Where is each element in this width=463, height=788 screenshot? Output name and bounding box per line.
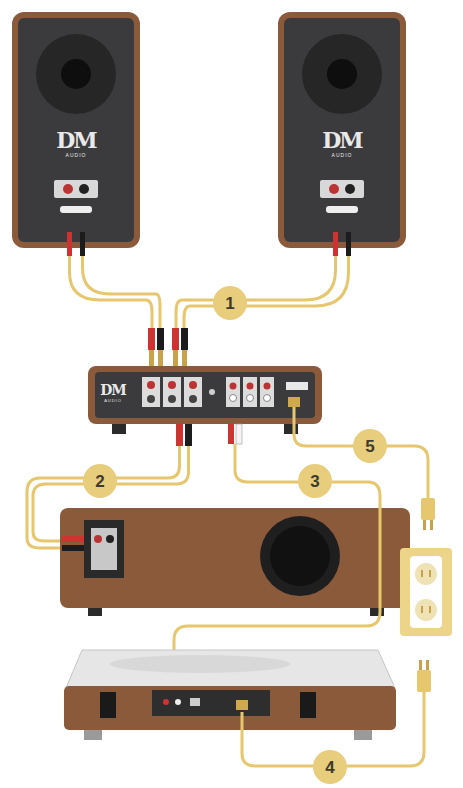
speaker-cable <box>70 256 349 330</box>
brand-logo-text: DM <box>322 129 361 151</box>
left-speaker <box>12 12 140 256</box>
wall-outlet <box>400 548 452 636</box>
callout-number: 1 <box>213 286 247 320</box>
brand-logo-text: AUDIO <box>104 399 122 403</box>
callout-number: 3 <box>298 464 332 498</box>
callout-text: 3 <box>310 473 319 490</box>
amplifier-power-cable <box>294 407 428 500</box>
callout-text: 4 <box>325 759 334 776</box>
brand-logo-text: AUDIO <box>66 153 87 158</box>
callout-number: 2 <box>83 464 117 498</box>
brand-logo-text: AUDIO <box>332 153 353 158</box>
brand-logo-text: DM <box>100 383 126 397</box>
amplifier <box>88 366 322 434</box>
callout-number: 5 <box>353 429 387 463</box>
subwoofer <box>60 508 410 616</box>
callout-text: 1 <box>225 295 234 312</box>
turntable <box>64 650 396 740</box>
callout-text: 2 <box>95 473 104 490</box>
brand-logo-text: DM <box>56 129 95 151</box>
rca-cable <box>174 444 380 668</box>
right-speaker <box>278 12 406 256</box>
callout-text: 5 <box>365 438 374 455</box>
callout-number: 4 <box>313 750 347 784</box>
